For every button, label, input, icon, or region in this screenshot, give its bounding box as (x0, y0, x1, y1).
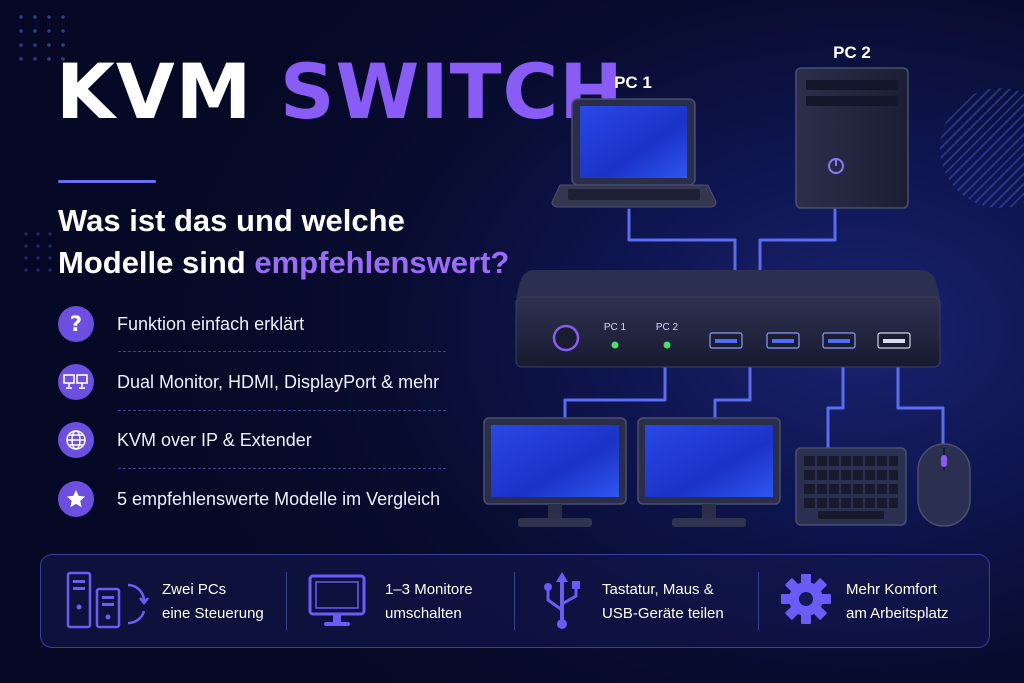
cables (563, 208, 945, 450)
monitor-icon (637, 417, 781, 527)
usb-port (709, 332, 911, 349)
laptop-icon (551, 98, 717, 208)
switch-button (552, 324, 580, 352)
pc1-label: PC 1 (614, 73, 652, 92)
desktop-tower-icon (795, 67, 909, 209)
feature-text: 5 empfehlenswerte Modelle im Vergleich (117, 488, 441, 509)
two-pcs-icon (66, 571, 149, 629)
subtitle-highlight: empfehlenswert? (254, 245, 510, 280)
led-pc2 (663, 341, 671, 349)
feature-text: KVM over IP & Extender (117, 429, 312, 450)
subtitle: Was ist das und welche Modelle sind empf… (58, 200, 509, 284)
subtitle-line-1: Was ist das und welche (58, 203, 405, 238)
benefits-panel (40, 554, 990, 648)
port-label-pc2: PC 2 (656, 322, 679, 333)
benefit-text: Mehr Komfort am Arbeitsplatz (846, 581, 949, 622)
keyboard-icon (795, 447, 907, 526)
divider (514, 572, 515, 630)
divider (118, 468, 446, 469)
title-underline (58, 180, 156, 183)
subtitle-line-2: Modelle sind empfehlenswert? (58, 242, 509, 284)
feature-text: Dual Monitor, HDMI, DisplayPort & mehr (117, 371, 440, 392)
feature-item: ? Funktion einfach erklärt (58, 299, 448, 349)
benefit-text: Tastatur, Maus & USB-Geräte teilen (602, 581, 724, 622)
gear-icon (781, 574, 831, 624)
dot-pattern (20, 228, 56, 274)
led-pc1 (611, 341, 619, 349)
dual-monitor-icon (58, 364, 94, 400)
title-word-switch: SWITCH (279, 47, 624, 136)
feature-item: KVM over IP & Extender (58, 415, 448, 465)
divider (758, 572, 759, 630)
monitor-icon (308, 574, 366, 626)
benefit-text: Zwei PCs eine Steuerung (162, 581, 264, 622)
pc2-label: PC 2 (833, 43, 871, 62)
feature-item: 5 empfehlenswerte Modelle im Vergleich (58, 474, 448, 524)
benefit-text: 1–3 Monitore umschalten (385, 581, 473, 622)
title-word-kvm: KVM (56, 47, 253, 136)
feature-text: Funktion einfach erklärt (117, 313, 305, 334)
monitor-icon (483, 417, 627, 527)
feature-item: Dual Monitor, HDMI, DisplayPort & mehr (58, 357, 448, 407)
mouse-icon (917, 443, 971, 527)
question-icon: ? (58, 306, 94, 342)
star-icon (58, 481, 94, 517)
divider (286, 572, 287, 630)
dot-pattern (14, 10, 74, 70)
port-label-pc1: PC 1 (604, 322, 627, 333)
kvm-switch-device (515, 270, 941, 368)
divider (118, 351, 446, 352)
page-title: KVM SWITCH (56, 54, 624, 130)
divider (118, 410, 446, 411)
kvm-diagram: PC 1 PC 2 PC 1 PC 2 (483, 43, 971, 527)
usb-icon (544, 572, 580, 629)
globe-icon (58, 422, 94, 458)
subtitle-prefix: Modelle sind (58, 245, 246, 280)
